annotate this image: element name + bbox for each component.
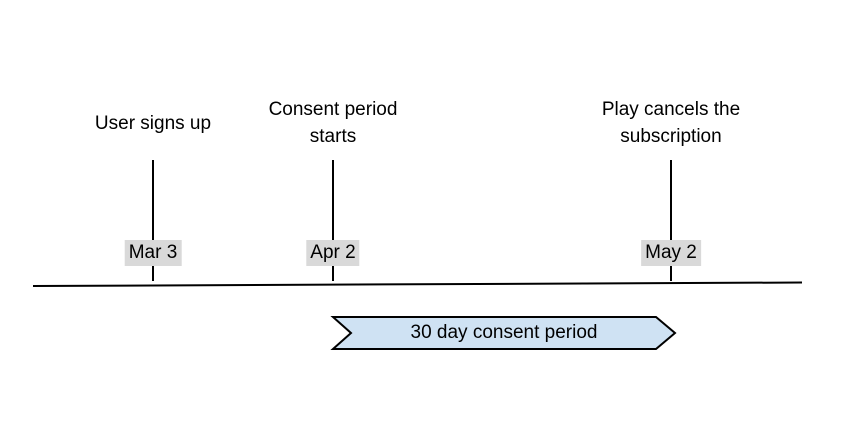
date-badge-apr-2: Apr 2: [306, 240, 360, 266]
event-title-user-signs-up: User signs up: [94, 112, 212, 134]
event-tick-consent-period-starts: [332, 160, 334, 281]
event-tick-play-cancels-subscription: [670, 160, 672, 281]
date-badge-may-2: May 2: [641, 240, 701, 266]
consent-period-label: 30 day consent period: [410, 322, 598, 343]
consent-period-ribbon: 30 day consent period: [330, 316, 677, 350]
event-tick-user-signs-up: [152, 160, 154, 281]
event-title-play-cancels-subscription: Play cancels the subscription: [601, 99, 741, 147]
chevron-ribbon-shape: [330, 316, 677, 350]
date-badge-mar-3: Mar 3: [124, 240, 182, 266]
timeline-axis-line: [32, 281, 802, 287]
event-title-consent-period-starts: Consent period starts: [268, 99, 398, 147]
